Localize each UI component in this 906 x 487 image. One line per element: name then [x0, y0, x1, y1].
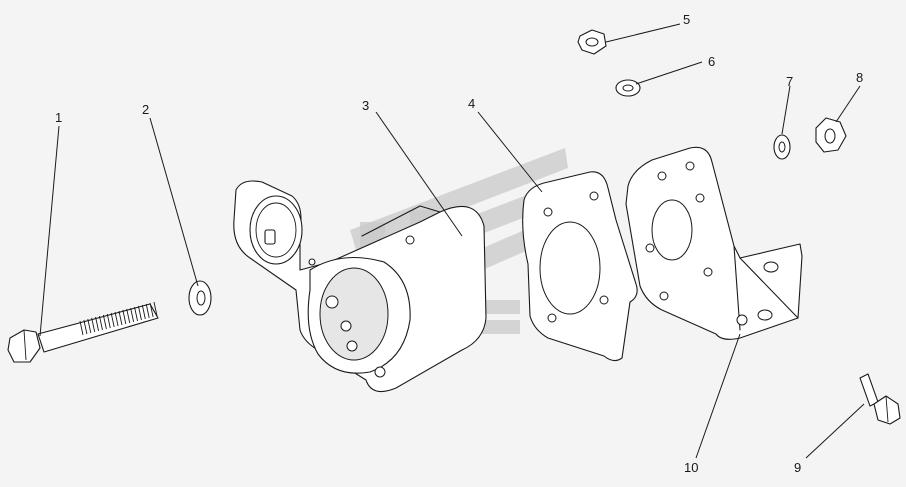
callout-3: 3: [362, 98, 369, 113]
thread-line: [122, 309, 127, 325]
thread-line: [153, 301, 158, 317]
callout-7: 7: [786, 74, 793, 89]
part-8-nut: [815, 117, 847, 153]
part-9-bolt: [859, 373, 901, 425]
part-4-gasket: [522, 171, 638, 362]
thread-line: [114, 311, 119, 327]
thread-line: [141, 304, 146, 320]
part-2-washer: [188, 280, 212, 316]
part-3-socket: [233, 180, 487, 393]
thread-line: [79, 320, 84, 336]
thread-line: [130, 307, 135, 323]
callout-1: 1: [55, 110, 62, 125]
thread-line: [102, 314, 107, 330]
callout-2: 2: [142, 102, 149, 117]
thread-line: [137, 305, 142, 321]
thread-line: [95, 316, 100, 332]
callout-9: 9: [794, 460, 801, 475]
thread-line: [145, 303, 150, 319]
thread-line: [126, 308, 131, 324]
thread-line: [87, 318, 92, 334]
thread-line: [118, 310, 123, 326]
callout-labels: 1 2 3 4 5 6 7 8 9 10: [55, 12, 863, 475]
callout-6: 6: [708, 54, 715, 69]
callout-8: 8: [856, 70, 863, 85]
thread-line: [83, 319, 88, 335]
part-5-nut: [577, 29, 607, 55]
part-10-bracket: [625, 146, 803, 340]
thread-line: [110, 312, 115, 328]
thread-line: [106, 313, 111, 329]
callout-10: 10: [684, 460, 698, 475]
thread-line: [149, 302, 154, 318]
thread-line: [134, 306, 138, 322]
thread-line: [91, 317, 96, 333]
callout-4: 4: [468, 96, 475, 111]
thread-line: [99, 315, 103, 331]
part-1-bolt: [7, 301, 159, 363]
part-7-spring-washer: [773, 134, 791, 160]
leader-lines: [39, 23, 865, 459]
part-6-spring-washer: [615, 79, 641, 97]
callout-5: 5: [683, 12, 690, 27]
